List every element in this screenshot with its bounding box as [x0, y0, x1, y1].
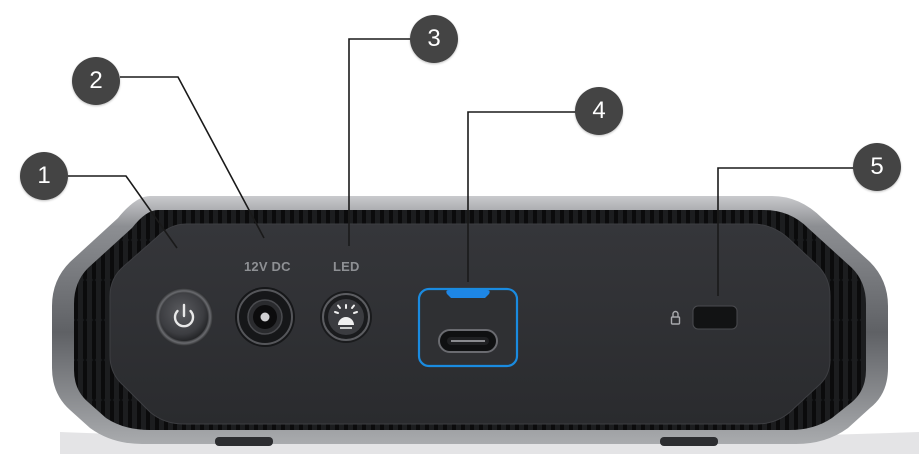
label-12v-dc: 12V DC: [244, 259, 291, 274]
foot-right: [660, 437, 718, 446]
leader-line-5: [717, 167, 856, 296]
power-icon: [173, 303, 195, 328]
callout-1: 1: [20, 152, 68, 200]
usb-c-port: [438, 329, 498, 353]
label-led: LED: [333, 259, 360, 274]
leader-line-4: [467, 111, 578, 282]
leader-line-2: [120, 76, 265, 239]
callout-4: 4: [575, 87, 623, 135]
leader-line-1: [68, 175, 178, 249]
leader-lines: [68, 38, 856, 296]
led-indicator: [320, 291, 372, 343]
foot-left: [215, 437, 273, 446]
callout-3: 3: [410, 15, 458, 63]
dc-power-jack: [235, 287, 295, 347]
power-button: [155, 288, 213, 346]
callout-5: 5: [853, 143, 901, 191]
led-sun-icon: [334, 304, 358, 314]
usb-activity-indicator: [446, 290, 490, 298]
security-lock-slot: [692, 305, 738, 330]
usb-c-highlight: [417, 287, 519, 368]
leader-line-3: [348, 38, 412, 246]
callout-2: 2: [72, 57, 120, 105]
padlock-icon: [670, 310, 681, 325]
